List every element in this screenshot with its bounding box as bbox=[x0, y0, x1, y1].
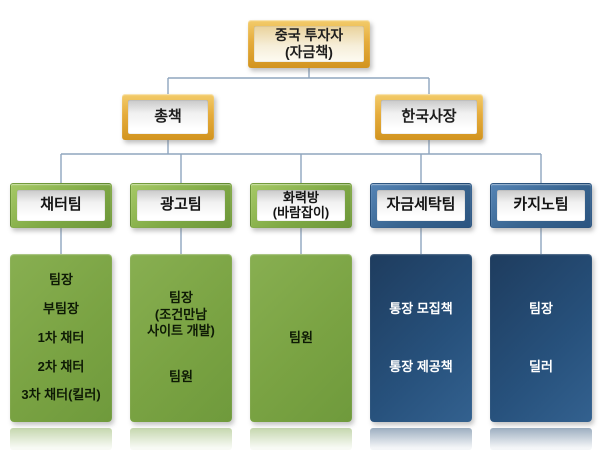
team-header-ad: 광고팀 bbox=[130, 183, 232, 228]
node-label: 중국 투자자 (자금책) bbox=[274, 27, 344, 60]
node-panel: 자금세탁팀 bbox=[377, 190, 465, 221]
reflection bbox=[10, 428, 112, 450]
node-general-manager: 총책 bbox=[122, 94, 214, 140]
reflection bbox=[370, 428, 472, 450]
node-panel: 한국사장 bbox=[381, 100, 477, 134]
node-korea-ceo: 한국사장 bbox=[375, 94, 483, 140]
team-label: 화력방 (바람잡이) bbox=[272, 190, 330, 220]
node-panel: 총책 bbox=[128, 100, 208, 134]
member-item: 팀장 (조건만남 사이트 개발) bbox=[147, 290, 215, 338]
member-item: 2차 채터 bbox=[37, 358, 85, 374]
member-item: 1차 채터 bbox=[37, 329, 85, 345]
reflection bbox=[130, 428, 232, 450]
reflection bbox=[250, 428, 352, 450]
node-panel: 채터팀 bbox=[17, 190, 105, 221]
member-item: 3차 채터(킬러) bbox=[21, 387, 101, 403]
member-item: 팀원 bbox=[289, 329, 313, 345]
node-panel: 중국 투자자 (자금책) bbox=[254, 26, 364, 62]
node-label: 총책 bbox=[154, 108, 182, 125]
team-label: 광고팀 bbox=[160, 196, 202, 214]
team-members-ad: 팀장 (조건만남 사이트 개발) 팀원 bbox=[130, 254, 232, 422]
team-header-money-laundering: 자금세탁팀 bbox=[370, 183, 472, 228]
team-label: 채터팀 bbox=[40, 196, 82, 214]
team-label: 카지노팀 bbox=[513, 196, 569, 214]
node-label: 한국사장 bbox=[401, 108, 457, 125]
reflection bbox=[490, 428, 592, 450]
member-item: 팀원 bbox=[169, 369, 193, 385]
team-header-casino: 카지노팀 bbox=[490, 183, 592, 228]
team-header-hype-room: 화력방 (바람잡이) bbox=[250, 183, 352, 228]
member-item: 통장 제공책 bbox=[389, 358, 453, 374]
member-item: 팀장 bbox=[529, 301, 553, 317]
node-top-investor: 중국 투자자 (자금책) bbox=[248, 20, 370, 68]
member-item: 통장 모집책 bbox=[389, 301, 453, 317]
team-header-chatter: 채터팀 bbox=[10, 183, 112, 228]
team-members-hype-room: 팀원 bbox=[250, 254, 352, 422]
node-panel: 광고팀 bbox=[137, 190, 225, 221]
node-panel: 카지노팀 bbox=[497, 190, 585, 221]
member-item: 딜러 bbox=[529, 358, 553, 374]
member-item: 부팀장 bbox=[43, 301, 79, 317]
member-item: 팀장 bbox=[49, 272, 73, 288]
team-label: 자금세탁팀 bbox=[386, 196, 456, 214]
node-panel: 화력방 (바람잡이) bbox=[257, 190, 345, 221]
